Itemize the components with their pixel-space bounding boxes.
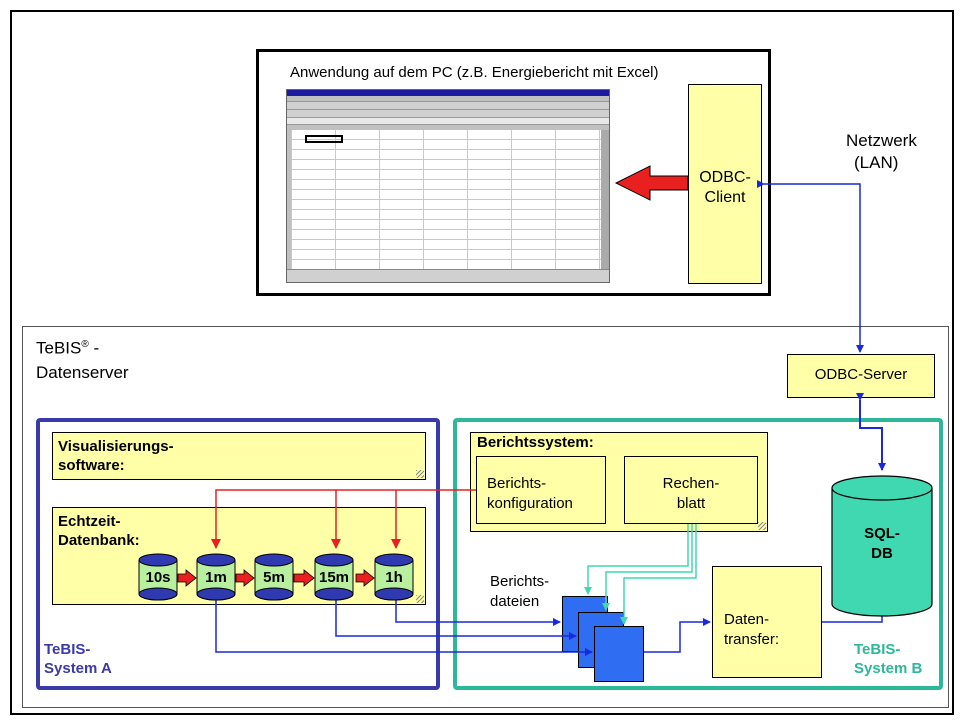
system-a-label: TeBIS-System A [44, 641, 112, 677]
archive-cylinder-label: 10s [145, 569, 171, 586]
system-b-label: TeBIS-System B [854, 641, 923, 677]
resize-grip-icon [416, 595, 424, 603]
odbc-db-line [856, 393, 886, 471]
data-transfer-box [712, 566, 822, 678]
cylinder-group [138, 553, 414, 601]
archive-cylinder [254, 553, 294, 601]
archive-cylinder-label: 1h [385, 569, 403, 586]
realtime-db-box [52, 507, 426, 605]
pc-application-box [256, 49, 771, 296]
archive-cylinder [314, 553, 354, 601]
sql-db-label: SQL-DB [864, 525, 900, 562]
odbc-client-label: ODBC-Client [699, 169, 751, 206]
visualisation-label: Visualisierungs-software: [58, 438, 174, 474]
chain-arrows [177, 569, 375, 587]
report-config-label: Berichts-konfiguration [487, 475, 573, 512]
pc-application-title: Anwendung auf dem PC (z.B. Energieberich… [290, 64, 659, 81]
spreadsheet-box [624, 456, 758, 524]
datenserver-title: TeBIS® - Datenserver [36, 338, 129, 382]
docs-transfer-line [644, 618, 711, 653]
odbc-server-label: ODBC-Server [814, 366, 908, 383]
archive-cylinder [138, 553, 178, 601]
datenserver-box [22, 326, 949, 708]
spreadsheet-label: Rechen-blatt [662, 475, 720, 512]
spreadsheet-lines [584, 524, 697, 625]
system-b-box [453, 418, 943, 690]
archive-cylinder [196, 553, 236, 601]
network-label: Netzwerk(LAN) [846, 131, 917, 172]
sql-db-cylinder [831, 475, 933, 617]
excel-screenshot [286, 89, 610, 283]
report-files-label: Berichts-dateien [490, 573, 550, 610]
report-file-doc [594, 626, 644, 682]
archive-cylinder-label: 1m [205, 569, 227, 586]
archive-cylinder-label: 15m [318, 569, 350, 586]
archive-cylinder [374, 553, 414, 601]
data-transfer-label: Daten-transfer: [724, 611, 780, 648]
report-system-label: Berichtssystem: [477, 434, 594, 451]
big-red-arrow [614, 165, 689, 201]
report-config-box [476, 456, 606, 524]
archive-cylinder-label: 5m [263, 569, 285, 586]
system-a-box [36, 418, 440, 690]
visualisation-box [52, 432, 426, 480]
realtime-db-label: Echtzeit-Datenbank: [58, 513, 140, 549]
resize-grip-icon [758, 522, 766, 530]
config-lines [211, 489, 476, 549]
resize-grip-icon [416, 470, 424, 478]
archive-lines [215, 600, 593, 656]
network-line [757, 180, 864, 353]
diagram-frame [10, 10, 954, 715]
